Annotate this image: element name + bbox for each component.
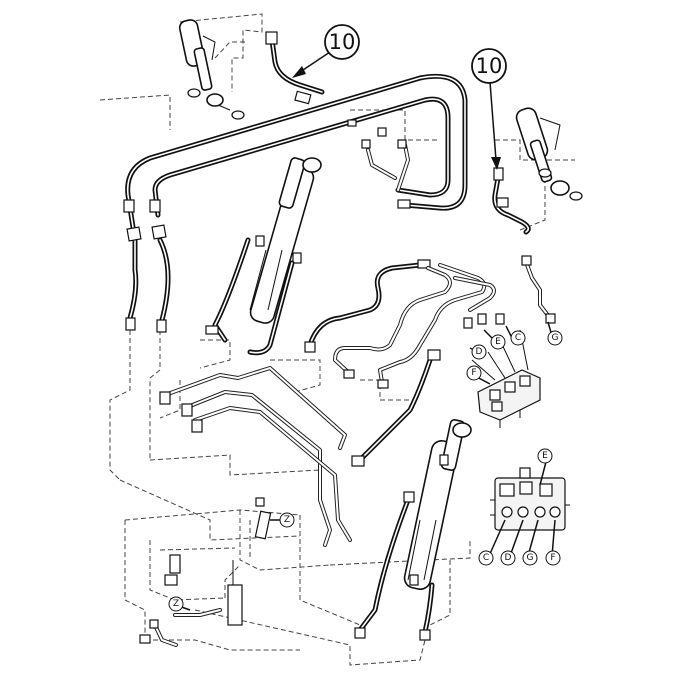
- steel-tubes-upper: [333, 263, 505, 389]
- callout-10-right-label: 10: [476, 54, 503, 78]
- inset-valve: [490, 467, 570, 531]
- upper-loop-hose: [125, 73, 468, 243]
- lift-cylinder-right: [403, 419, 472, 591]
- callout-valve-f: F: [466, 365, 482, 381]
- svg-text:E: E: [542, 451, 548, 461]
- callout-inset-d: D: [500, 550, 516, 566]
- frame-outline: [99, 13, 575, 666]
- callout-clip-z-upper: Z: [279, 512, 295, 528]
- hose-10-right: [492, 167, 531, 235]
- callout-valve-e: E: [490, 334, 506, 350]
- svg-text:D: D: [476, 347, 483, 357]
- callout-valve-d: D: [471, 344, 487, 360]
- callout-clip-z-lower: Z: [168, 596, 184, 612]
- valve-to-lower-hose: [351, 349, 441, 641]
- center-fittings: [347, 119, 411, 209]
- callout-inset-f: F: [545, 550, 561, 566]
- right-tube: [521, 255, 556, 324]
- mid-hose: [304, 259, 431, 353]
- callout-10-left-label: 10: [329, 30, 356, 54]
- svg-text:Z: Z: [284, 515, 290, 525]
- svg-text:F: F: [550, 553, 555, 563]
- tilt-cylinder-right: [515, 107, 583, 201]
- callout-leaders: [175, 51, 556, 611]
- bottom-left-parts: [139, 497, 272, 647]
- svg-text:G: G: [527, 553, 534, 563]
- callout-10-right: 10: [471, 48, 507, 84]
- callout-inset-e: E: [537, 448, 553, 464]
- svg-text:Z: Z: [173, 599, 179, 609]
- svg-text:G: G: [552, 333, 559, 343]
- callout-valve-g: G: [547, 330, 563, 346]
- callout-inset-c: C: [478, 550, 494, 566]
- left-lift-hoses: [123, 199, 171, 333]
- svg-text:C: C: [515, 333, 521, 343]
- tilt-cylinder-left: [178, 19, 245, 120]
- svg-text:E: E: [495, 337, 501, 347]
- svg-text:D: D: [505, 553, 512, 563]
- callout-valve-c: C: [510, 330, 526, 346]
- callout-10-left: 10: [324, 24, 360, 60]
- lift-cylinder-left: [205, 157, 322, 356]
- hose-10-left: [265, 31, 325, 105]
- svg-text:C: C: [483, 553, 489, 563]
- svg-text:F: F: [471, 368, 476, 378]
- control-valve: [471, 329, 541, 428]
- lower-tubes: [159, 366, 352, 547]
- callout-inset-g: G: [522, 550, 538, 566]
